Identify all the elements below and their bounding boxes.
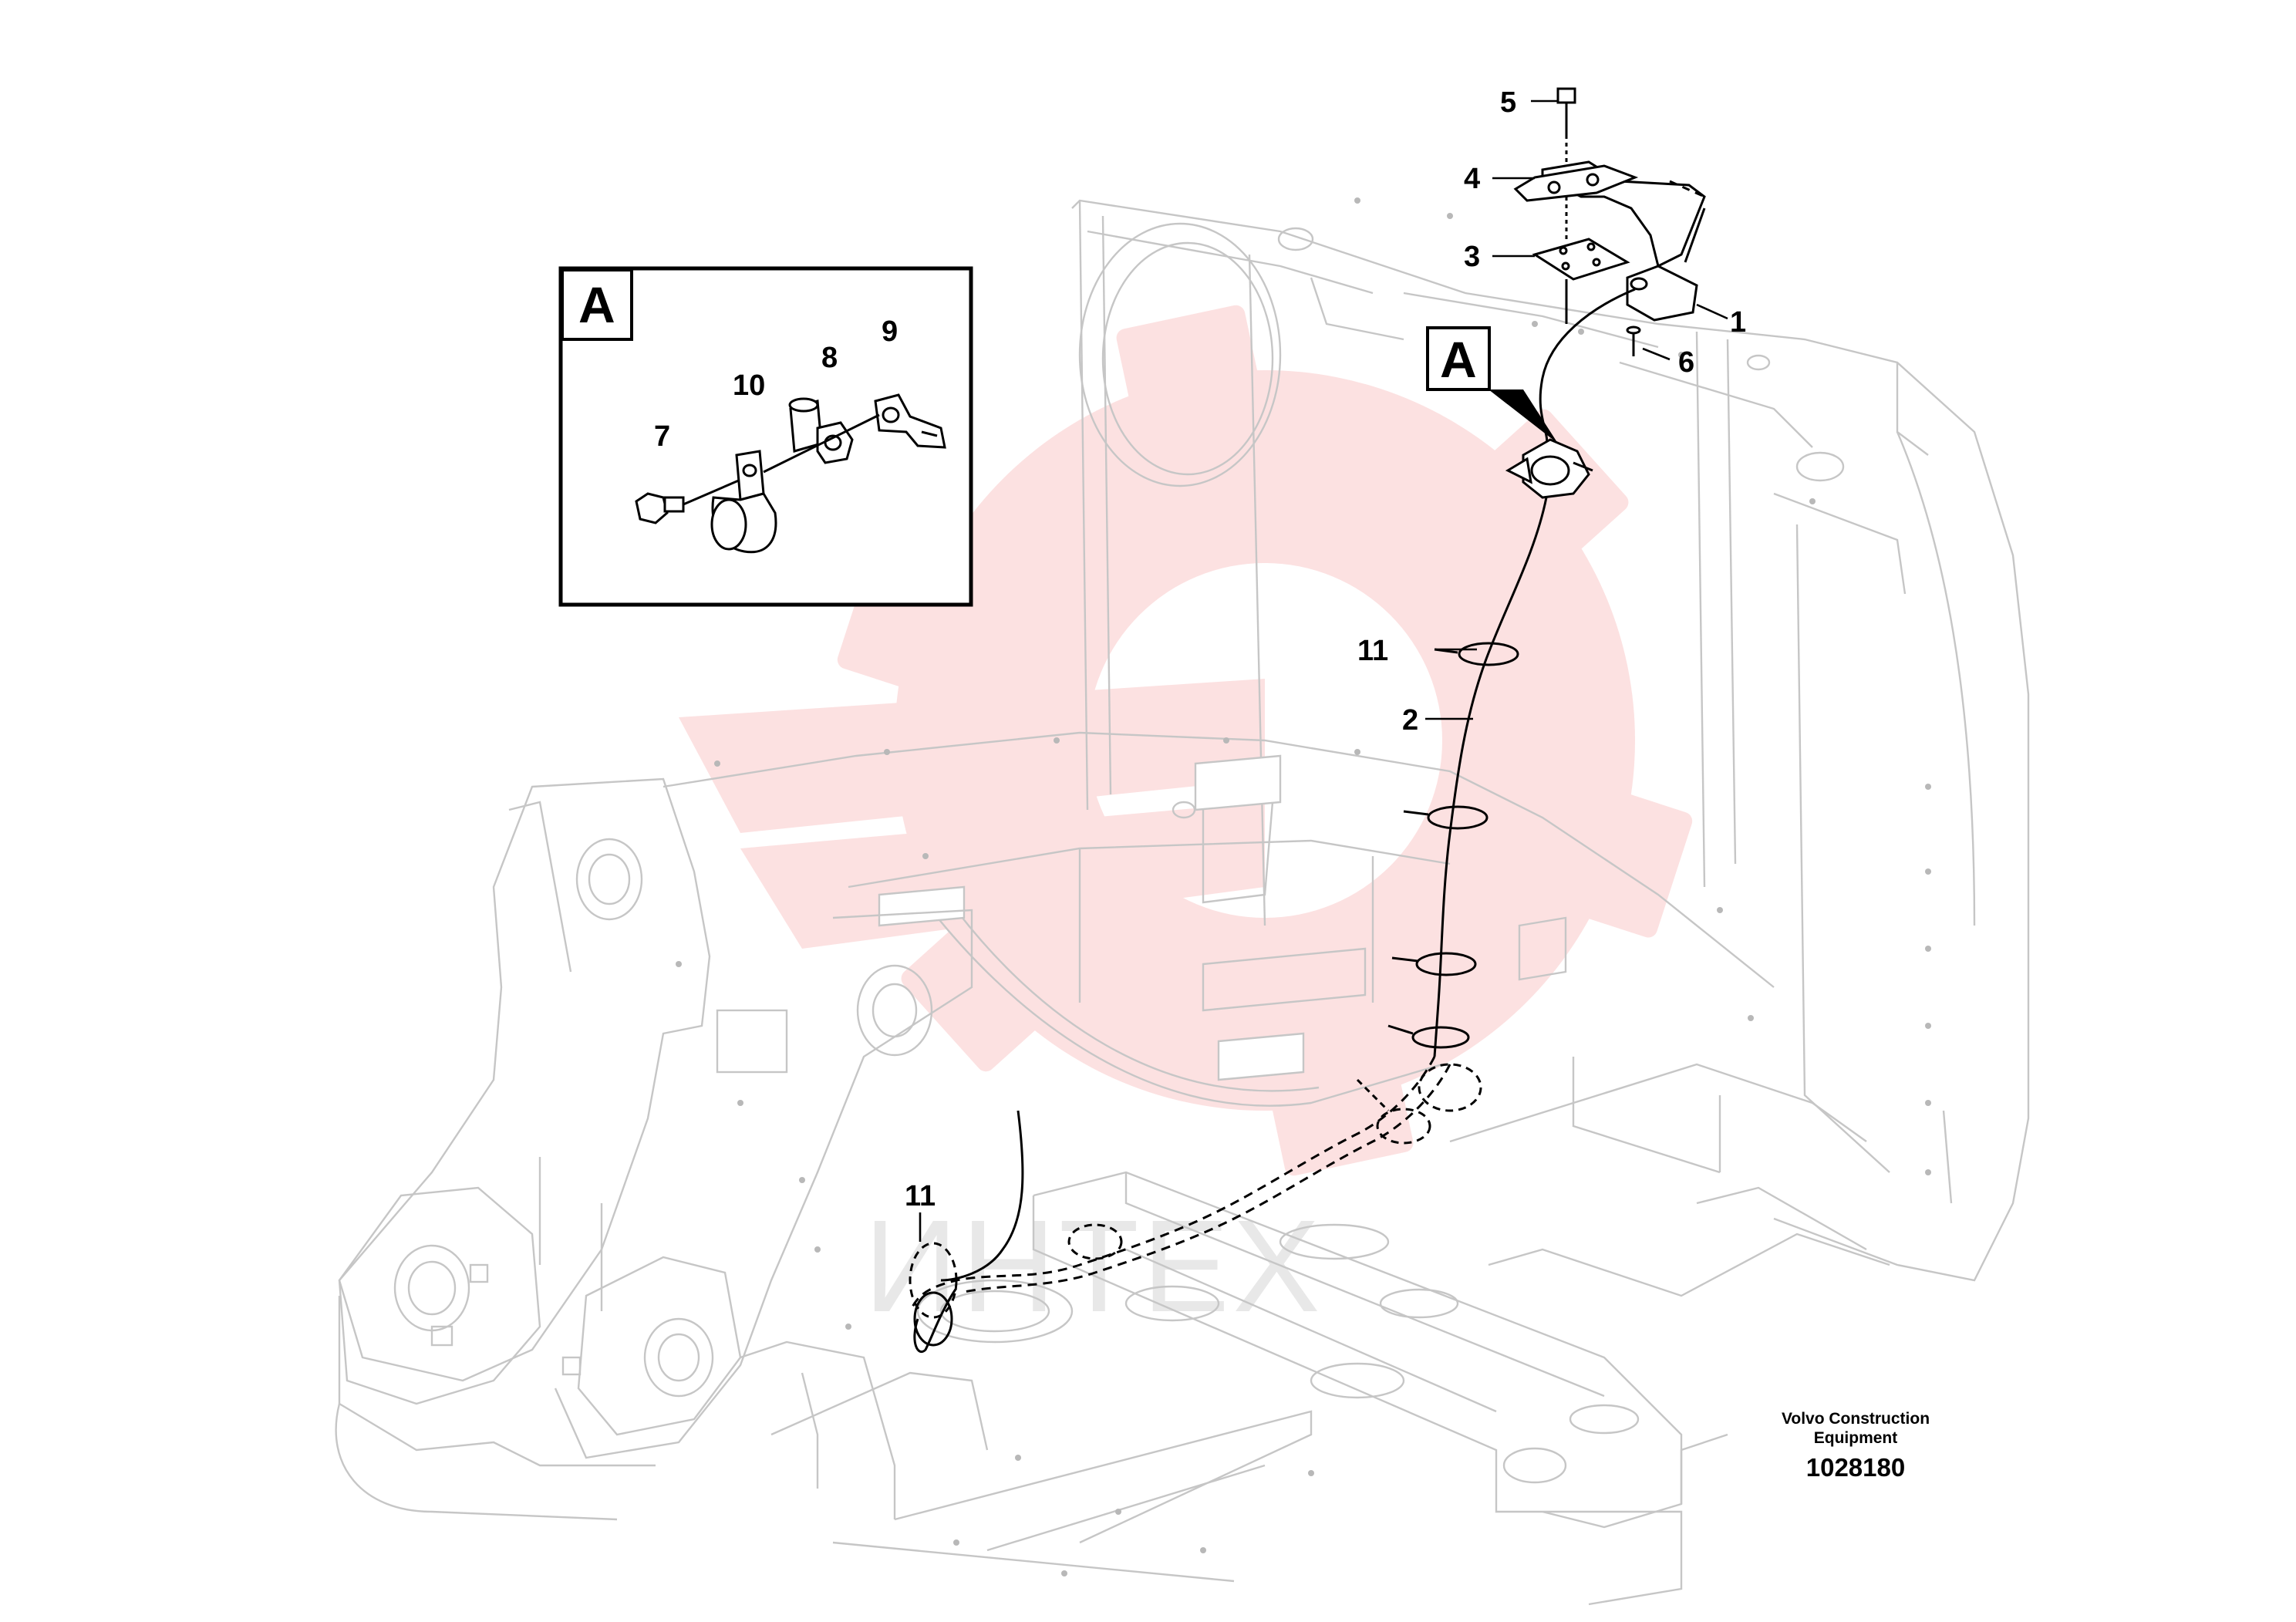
plate-3 [1532,197,1630,324]
callout-4: 4 [1464,163,1480,195]
company-name-line2: Equipment [1814,1429,1898,1447]
callout-5: 5 [1500,86,1516,119]
callout-2: 2 [1402,704,1418,737]
clamp-assembly-a [1505,438,1593,499]
chassis-drawing [335,197,2030,1606]
drawing-number: 1028180 [1806,1453,1905,1482]
detail-marker-letter: A [1440,331,1477,388]
footer-credits: Volvo Construction Equipment 1028180 [1782,1410,1930,1482]
bolt-5 [1556,87,1576,166]
company-name-line1: Volvo Construction [1782,1410,1930,1428]
watermark-text: ИНТЕХ [864,1193,1323,1340]
mounting-bracket [1513,160,1706,268]
p-clamp-10 [710,450,777,554]
callout-11-upper: 11 [1357,635,1388,667]
cable-ties [1387,642,1519,1049]
spacer-8 [788,397,823,453]
cable-harness [909,87,1706,1353]
callout-11-lower: 11 [905,1180,936,1212]
callout-7: 7 [654,420,670,453]
bolt-7 [635,478,741,524]
callout-3: 3 [1464,241,1480,273]
callout-labels: 5 4 3 1 6 11 2 11 [905,86,1746,1212]
detail-marker-a: A [1426,326,1558,443]
callout-8: 8 [821,342,838,374]
callout-1: 1 [1730,306,1746,339]
detail-view-a: A 7 10 8 [558,266,973,607]
detail-title-letter: A [578,276,615,333]
callout-9: 9 [882,315,898,348]
screw-6 [1626,325,1641,356]
callout-6: 6 [1678,346,1694,379]
bracket-9 [874,393,946,449]
callout-10: 10 [733,369,765,402]
sensor-1 [1626,265,1698,322]
